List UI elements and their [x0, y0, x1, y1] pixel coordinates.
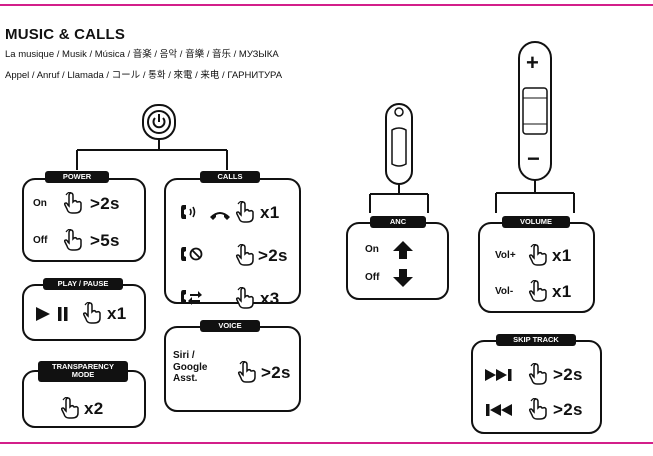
anc-off-label: Off — [365, 272, 380, 283]
hand-press-icon — [81, 301, 103, 324]
anc-tag: ANC — [370, 216, 426, 229]
anc-earbud-device — [385, 103, 413, 185]
calls-answer-value: x1 — [260, 203, 280, 222]
next-track-icon — [484, 368, 514, 387]
phone-ringing-icon — [180, 203, 206, 226]
page-title: MUSIC & CALLS — [5, 26, 126, 43]
hand-press-icon — [527, 362, 549, 385]
hand-press-icon — [527, 279, 549, 302]
bottom-rule — [0, 442, 653, 444]
volume-minus-symbol: − — [527, 146, 540, 171]
transparency-tag-line1: TRANSPARENCY — [52, 362, 114, 371]
call-switch-icon — [180, 288, 206, 311]
volume-up-label: Vol+ — [495, 250, 516, 261]
hand-press-icon — [62, 191, 84, 214]
play-pause-tag: PLAY / PAUSE — [43, 278, 123, 291]
skip-track-tag: SKIP TRACK — [496, 334, 576, 347]
voice-label-line1: Siri / — [173, 350, 195, 361]
power-on-value: >2s — [90, 194, 120, 213]
transparency-tag: TRANSPARENCY MODE — [38, 361, 128, 382]
power-off-label: Off — [33, 235, 48, 246]
hand-press-icon — [62, 228, 84, 251]
volume-down-label: Vol- — [495, 286, 514, 297]
hand-press-icon — [527, 243, 549, 266]
hang-up-icon — [209, 208, 231, 226]
subtitle-calls-languages: Appel / Anruf / Llamada / コール / 통화 / 來電 … — [5, 70, 283, 81]
hand-press-icon — [527, 397, 549, 420]
skip-next-value: >2s — [553, 365, 583, 384]
calls-box — [164, 178, 301, 304]
hand-press-icon — [59, 396, 81, 419]
skip-prev-value: >2s — [553, 400, 583, 419]
voice-assistant-label: Siri / Google Asst. — [173, 350, 207, 385]
transparency-value: x2 — [84, 399, 104, 418]
pause-icon — [57, 306, 69, 327]
arrow-up-icon — [392, 240, 414, 265]
previous-track-icon — [484, 403, 514, 422]
calls-tag: CALLS — [200, 171, 260, 184]
voice-value: >2s — [261, 363, 291, 382]
calls-switch-value: x3 — [260, 289, 280, 308]
top-rule — [0, 4, 653, 6]
power-box — [22, 178, 146, 262]
transparency-tag-line2: MODE — [71, 370, 95, 380]
play-icon — [35, 306, 51, 327]
volume-down-value: x1 — [552, 282, 572, 301]
power-tag: POWER — [45, 171, 109, 184]
voice-tag: VOICE — [200, 320, 260, 333]
power-off-value: >5s — [90, 231, 120, 250]
calls-reject-value: >2s — [258, 246, 288, 265]
call-reject-icon — [180, 245, 208, 268]
anc-on-label: On — [365, 244, 379, 255]
volume-rocker-device — [518, 41, 552, 181]
volume-up-value: x1 — [552, 246, 572, 265]
power-icon — [141, 103, 177, 146]
subtitle-music-languages: La musique / Musik / Música / 音楽 / 음악 / … — [5, 49, 279, 60]
hand-press-icon — [236, 360, 258, 383]
voice-label-line3: Asst. — [173, 373, 198, 384]
volume-plus-symbol: + — [526, 50, 539, 75]
hand-press-icon — [234, 200, 256, 223]
play-pause-value: x1 — [107, 304, 127, 323]
power-on-label: On — [33, 198, 47, 209]
hand-press-icon — [234, 243, 256, 266]
voice-label-line2: Google — [173, 361, 208, 373]
hand-press-icon — [234, 286, 256, 309]
volume-tag: VOLUME — [502, 216, 570, 229]
arrow-down-icon — [392, 268, 414, 293]
